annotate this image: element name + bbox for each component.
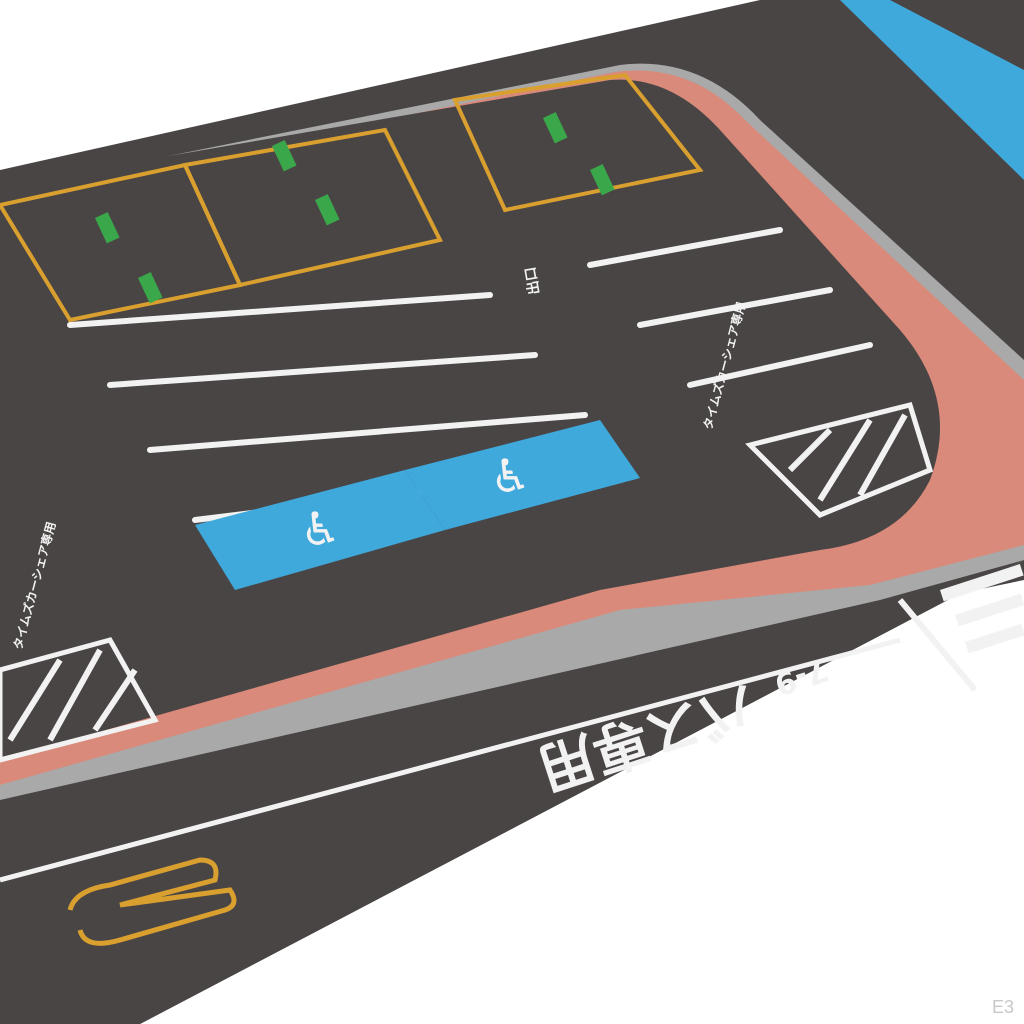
bus-stop-marking xyxy=(67,857,237,946)
lane-line xyxy=(0,637,901,883)
handicap-space xyxy=(195,470,445,590)
wheel-stops xyxy=(95,112,615,304)
stop-line xyxy=(897,598,978,692)
watermark: E3 xyxy=(991,997,1014,1017)
hatched-zone xyxy=(0,401,934,763)
wheelchair-icon: ♿ xyxy=(300,502,341,556)
wheelchair-icon: ♿ xyxy=(490,449,531,503)
handicap-space xyxy=(405,420,640,530)
crosswalk xyxy=(940,564,1024,654)
numbered-stalls xyxy=(0,72,704,323)
blue-road-strip xyxy=(840,0,1024,180)
exit-text: 出口 xyxy=(522,265,544,296)
